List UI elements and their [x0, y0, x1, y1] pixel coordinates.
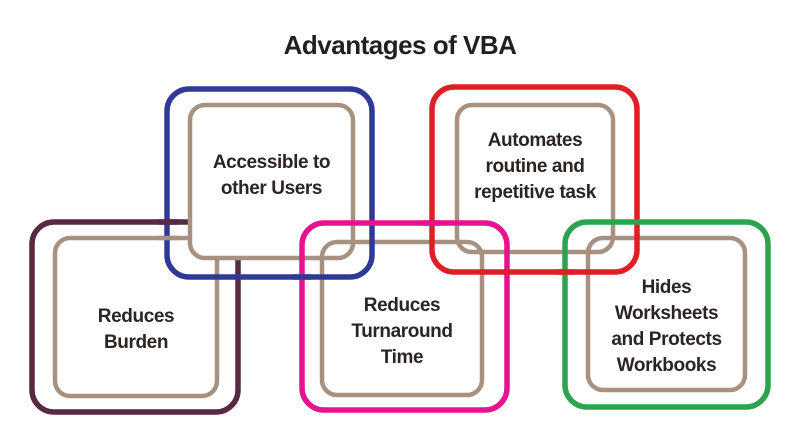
reduces-burden-inner-box: [52, 235, 220, 399]
turnaround-outer-box: [299, 220, 510, 413]
automates-inner-box: [454, 102, 616, 255]
reduces-burden-outer-box: [29, 219, 241, 415]
label-accessible-to-other-users: Accessible to other Users: [212, 151, 331, 199]
accessible-inner-box: [187, 102, 356, 261]
turnaround-inner-box: [319, 239, 485, 398]
label-hides-worksheets: Hides Worksheets and Protects Workbooks: [611, 277, 722, 376]
weave-patches: [157, 219, 574, 280]
accessible-outer-box: [164, 86, 375, 280]
label-automates-routine-task: Automates routine and repetitive task: [474, 129, 596, 203]
hides-inner-box: [585, 235, 748, 393]
hides-outer-box: [562, 219, 771, 410]
label-reduces-burden: Reduces Burden: [97, 306, 175, 353]
label-reduces-turnaround-time: Reduces Turnaround Time: [351, 294, 453, 368]
page-title: Advantages of VBA: [283, 30, 517, 60]
automates-outer-box: [429, 84, 640, 275]
